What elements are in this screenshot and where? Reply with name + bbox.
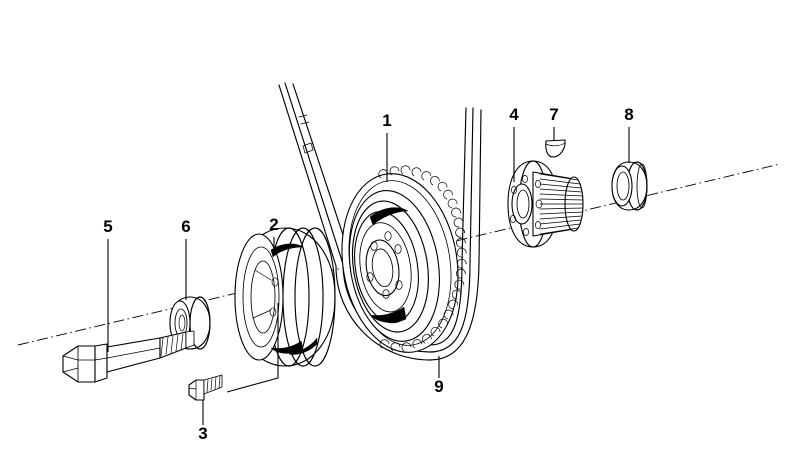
- part-v-belt-pulley: [234, 227, 336, 367]
- leader-2-lower: [226, 303, 279, 393]
- callout-labels: 1 2 3 4 5 6 7 8 9: [103, 105, 633, 443]
- callout-leaders: [107, 127, 630, 425]
- callout-label-9: 9: [434, 377, 443, 396]
- callout-label-1: 1: [382, 111, 391, 130]
- callout-label-7: 7: [549, 105, 558, 124]
- callout-label-3: 3: [198, 424, 207, 443]
- tooth-marks: [378, 165, 467, 352]
- part-toothed-sprocket: [507, 160, 584, 248]
- callout-label-4: 4: [509, 105, 519, 124]
- gear-teeth: [539, 173, 584, 235]
- part-hex-bolt: [62, 330, 195, 383]
- bolt-holes: [366, 231, 403, 299]
- thread-marks: [160, 333, 184, 357]
- part-woodruff-key: [545, 139, 566, 158]
- flange-bolt-holes: [510, 175, 543, 236]
- part-timing-belt: [278, 82, 482, 361]
- crankshaft-axis-centerline: [17, 163, 781, 346]
- part-hex-screw: [188, 374, 223, 401]
- callout-label-5: 5: [103, 217, 112, 236]
- callout-label-6: 6: [181, 217, 190, 236]
- part-toothed-belt-pulley: [341, 165, 467, 353]
- part-bushing-spacer: [611, 161, 648, 211]
- callout-label-2: 2: [269, 215, 278, 234]
- callout-label-8: 8: [624, 105, 633, 124]
